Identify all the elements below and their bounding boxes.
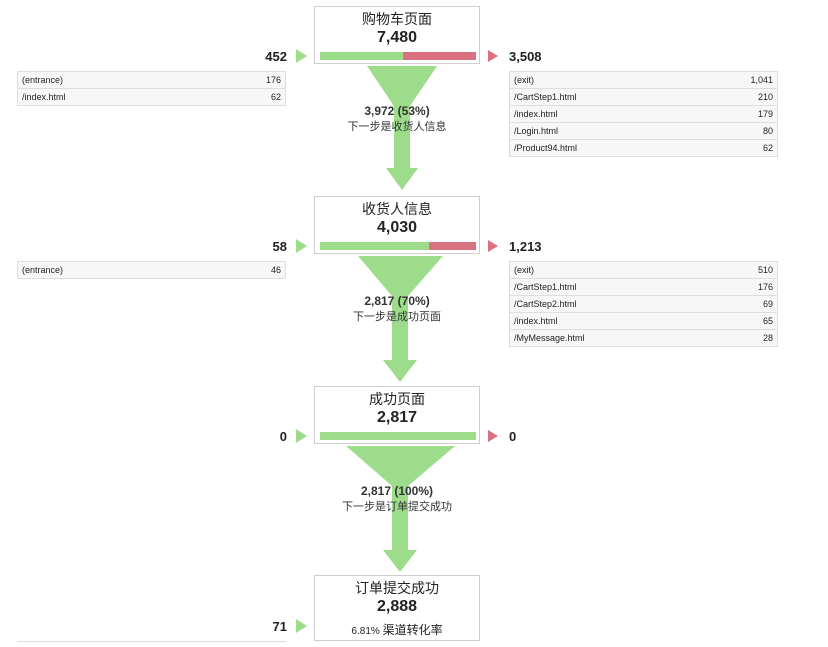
proceed-text: 下一步是订单提交成功 [342, 501, 452, 513]
row-value: 176 [265, 75, 281, 85]
table-row[interactable]: (exit) 510 [509, 262, 778, 279]
entries-arrow-icon [296, 239, 307, 253]
step-name: 收货人信息 [362, 201, 432, 217]
row-value: 62 [762, 143, 773, 153]
row-label: (entrance) [22, 75, 64, 85]
proceed-value: 2,817 (70%) [364, 294, 430, 308]
row-value: 46 [270, 265, 281, 275]
row-label: /CartStep2.html [514, 299, 577, 309]
proceed-value: 3,972 (53%) [364, 104, 430, 118]
funnel-flow-shaft-3 [392, 486, 408, 550]
table-row[interactable]: /CartStep1.html 210 [509, 89, 778, 106]
entry-sources-table [17, 641, 286, 647]
row-label: /MyMessage.html [514, 333, 585, 343]
row-label: /CartStep1.html [514, 92, 577, 102]
funnel-step-4: 订单提交成功 2,888 6.81% 渠道转化率 [314, 575, 480, 641]
exits-count: 1,213 [509, 239, 542, 254]
exits-arrow-icon [488, 240, 498, 252]
table-row[interactable]: (entrance) 176 [17, 72, 286, 89]
row-value: 179 [757, 109, 773, 119]
proceed-value: 2,817 (100%) [360, 484, 434, 498]
step-total: 2,817 [376, 409, 418, 426]
exits-arrow-icon [488, 430, 498, 442]
exit-targets-table: (exit) 510 /CartStep1.html 176 /CartStep2.… [509, 261, 778, 347]
row-value: 176 [757, 282, 773, 292]
conversion-rate: 6.81% 渠道转化率 [315, 621, 479, 638]
row-value: 65 [762, 316, 773, 326]
step-volume-bar [320, 432, 476, 440]
row-value: 28 [762, 333, 773, 343]
exits-arrow-icon [488, 50, 498, 62]
row-value: 80 [762, 126, 773, 136]
funnel-step-1: 购物车页面 7,480 [314, 6, 480, 64]
row-label: (exit) [514, 75, 534, 85]
entries-count: 71 [272, 619, 287, 634]
exits-count: 3,508 [509, 49, 542, 64]
funnel-step-2: 收货人信息 4,030 [314, 196, 480, 254]
row-label: /index.html [22, 92, 66, 102]
entries-count: 452 [265, 49, 287, 64]
row-value: 210 [757, 92, 773, 102]
table-row[interactable]: (entrance) 46 [17, 262, 286, 279]
table-row[interactable]: /CartStep2.html 69 [509, 296, 778, 313]
table-row[interactable]: (exit) 1,041 [509, 72, 778, 89]
proceed-info: 2,817 (100%) 下一步是订单提交成功 [314, 484, 480, 514]
funnel-arrow-2 [383, 360, 417, 382]
step-volume-bar [320, 242, 476, 250]
entries-arrow-icon [296, 429, 307, 443]
funnel-shape-3 [346, 446, 455, 486]
step-name: 订单提交成功 [355, 580, 439, 596]
row-label: /Login.html [514, 126, 559, 136]
row-value: 1,041 [750, 75, 773, 85]
step-volume-bar [320, 52, 476, 60]
entry-sources-table: (entrance) 46 [17, 261, 286, 279]
funnel-shape-1 [367, 66, 437, 106]
step-name: 成功页面 [369, 391, 425, 407]
entries-count: 58 [272, 239, 287, 254]
row-label: (exit) [514, 265, 534, 275]
funnel-step-3: 成功页面 2,817 [314, 386, 480, 444]
conversion-rate-label: 渠道转化率 [382, 623, 443, 637]
step-total: 4,030 [376, 219, 418, 236]
row-value: 510 [757, 265, 773, 275]
conversion-rate-value: 6.81% [351, 626, 380, 637]
table-row[interactable]: /Product94.html 62 [509, 140, 778, 157]
exits-count: 0 [509, 429, 517, 444]
funnel-arrow-3 [383, 550, 417, 572]
row-label: (entrance) [22, 265, 64, 275]
exit-portion-bar [429, 242, 476, 250]
proceed-text: 下一步是收货人信息 [347, 121, 447, 133]
table-row[interactable]: /MyMessage.html 28 [509, 330, 778, 347]
table-row[interactable]: /Login.html 80 [509, 123, 778, 140]
funnel-arrow-1 [386, 168, 418, 190]
exit-targets-table: (exit) 1,041 /CartStep1.html 210 /index.ht… [509, 71, 778, 157]
row-label: /Product94.html [514, 143, 578, 153]
row-label: /index.html [514, 109, 558, 119]
proceed-info: 2,817 (70%) 下一步是成功页面 [314, 294, 480, 324]
entries-arrow-icon [296, 619, 307, 633]
row-label: /CartStep1.html [514, 282, 577, 292]
proceed-info: 3,972 (53%) 下一步是收货人信息 [314, 104, 480, 134]
table-row[interactable]: /index.html 65 [509, 313, 778, 330]
entries-count: 0 [279, 429, 287, 444]
table-row[interactable]: /index.html 62 [17, 89, 286, 106]
step-total: 7,480 [376, 29, 418, 46]
step-name: 购物车页面 [362, 11, 432, 27]
table-row[interactable]: /CartStep1.html 176 [509, 279, 778, 296]
funnel-shape-2 [358, 256, 443, 296]
funnel-flow-shaft-1 [394, 106, 410, 168]
exit-portion-bar [402, 52, 476, 60]
entries-arrow-icon [296, 49, 307, 63]
entry-sources-table: (entrance) 176 /index.html 62 [17, 71, 286, 106]
row-label: /index.html [514, 316, 558, 326]
step-total: 2,888 [376, 598, 418, 615]
row-value: 69 [762, 299, 773, 309]
proceed-text: 下一步是成功页面 [353, 311, 441, 323]
table-row[interactable]: /index.html 179 [509, 106, 778, 123]
funnel-flow-shaft-2 [392, 296, 408, 360]
row-value: 62 [270, 92, 281, 102]
